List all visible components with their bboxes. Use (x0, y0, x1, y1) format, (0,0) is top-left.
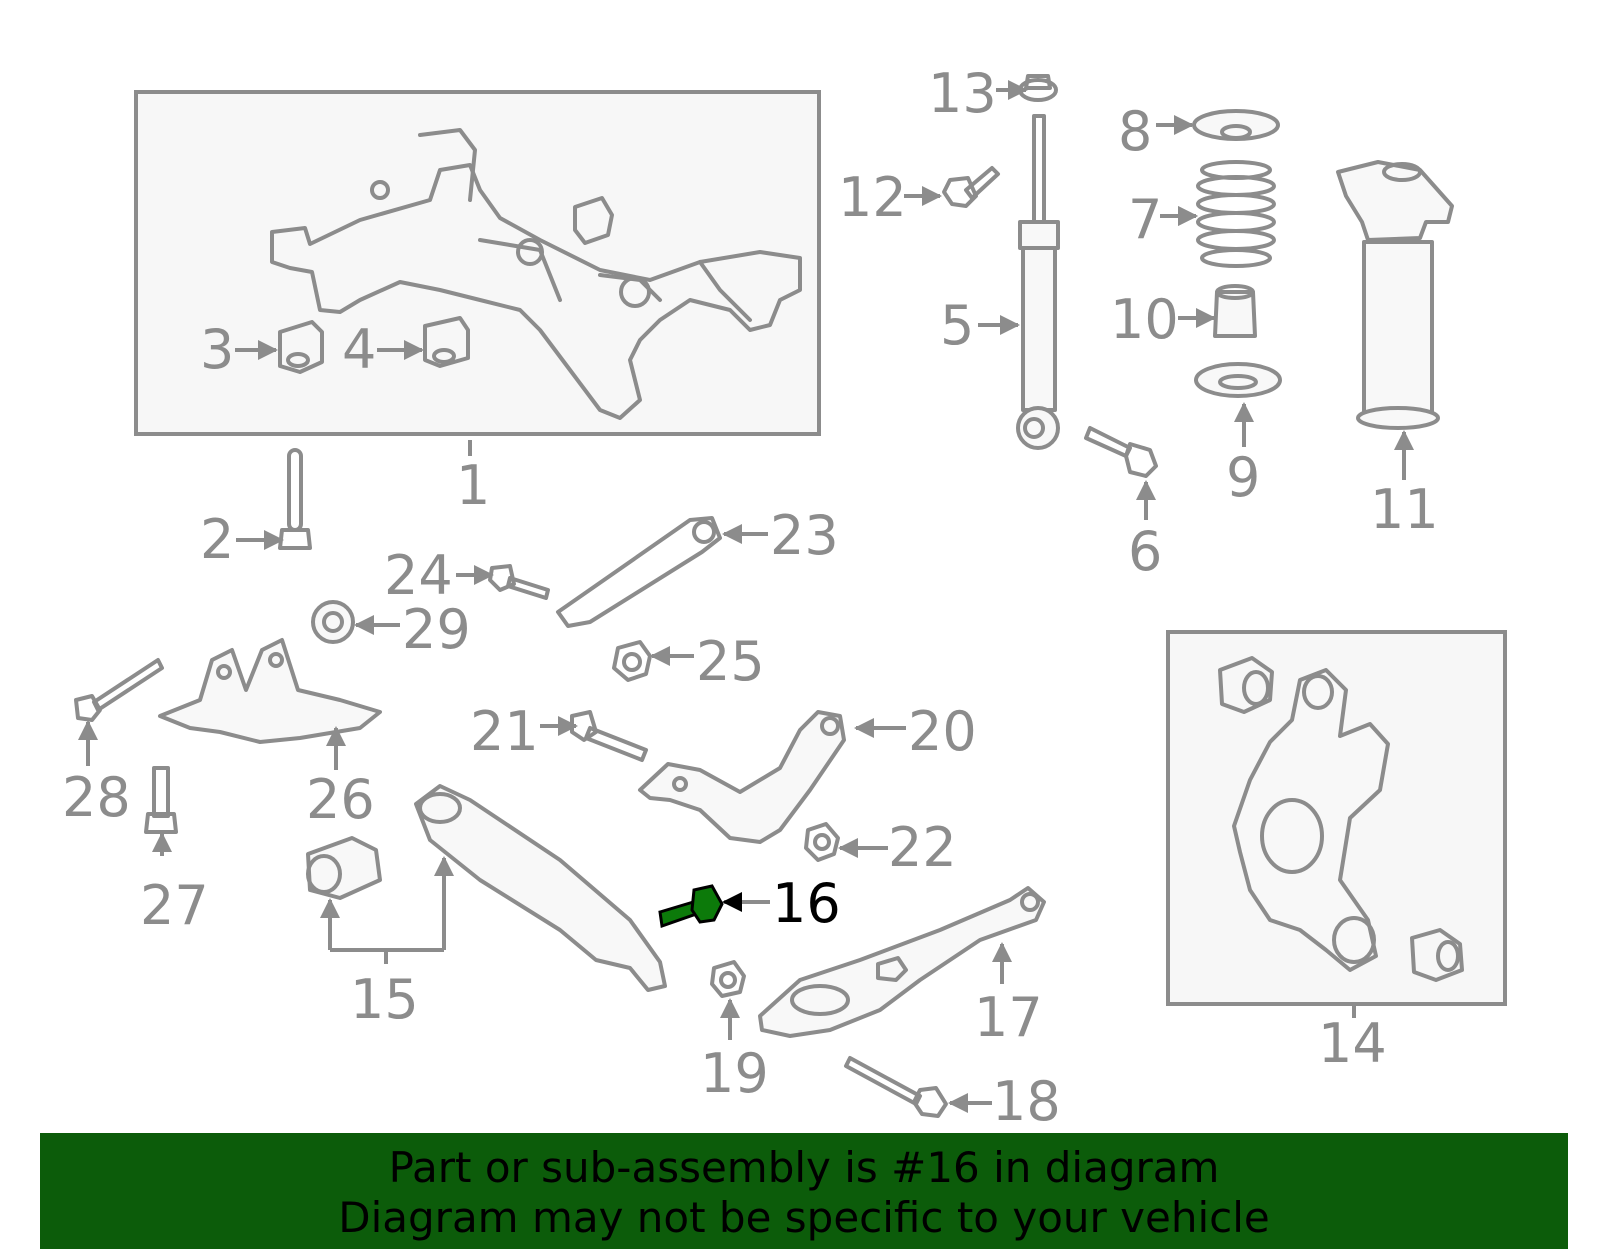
coil-spring-part-7 (1196, 160, 1276, 268)
callout-9: 9 (1226, 446, 1260, 509)
spring-seat-part-9 (1194, 362, 1282, 398)
callout-28: 28 (62, 766, 131, 829)
bump-stop-part-10 (1213, 284, 1257, 338)
control-link-part-23 (556, 516, 722, 628)
callout-6: 6 (1128, 520, 1162, 583)
callout-18: 18 (992, 1070, 1061, 1133)
callout-13: 13 (928, 62, 997, 125)
bushing-part-15 (306, 836, 382, 900)
nut-part-25 (612, 640, 652, 682)
bolt-part-24 (488, 564, 550, 600)
callout-11: 11 (1370, 478, 1439, 541)
banner-line-1: Part or sub-assembly is #16 in diagram (388, 1143, 1220, 1192)
bolt-part-27 (144, 766, 178, 834)
callout-10: 10 (1110, 288, 1179, 351)
control-arm-part-20 (638, 710, 846, 844)
callout-19: 19 (700, 1042, 769, 1105)
dust-boot-part-11 (1336, 160, 1454, 430)
bolt-part-18 (844, 1056, 948, 1118)
knuckle-assembly-box (1166, 630, 1507, 1006)
banner-line-2: Diagram may not be specific to your vehi… (338, 1193, 1270, 1242)
bolt-part-16-highlighted[interactable] (658, 884, 724, 929)
callout-4: 4 (342, 318, 376, 381)
bracket-part-26 (158, 638, 382, 744)
nut-part-22 (804, 822, 840, 862)
callout-21: 21 (470, 700, 539, 763)
leader-lines (78, 80, 1414, 1113)
callout-20: 20 (908, 700, 977, 763)
spring-seat-part-8 (1192, 109, 1280, 141)
callout-8: 8 (1118, 100, 1152, 163)
callout-24: 24 (384, 544, 453, 607)
bolt-part-6 (1084, 426, 1158, 478)
callout-17: 17 (974, 986, 1043, 1049)
callout-12: 12 (838, 166, 907, 229)
callout-26: 26 (306, 768, 375, 831)
callout-22: 22 (888, 816, 957, 879)
callout-16: 16 (772, 872, 841, 935)
callout-15: 15 (350, 968, 419, 1031)
subframe-assembly-box (134, 90, 821, 436)
callout-25: 25 (696, 630, 765, 693)
bushing-part-29 (311, 600, 355, 644)
callout-5: 5 (940, 294, 974, 357)
callout-29: 29 (402, 598, 471, 661)
info-banner: Part or sub-assembly is #16 in diagram D… (40, 1133, 1568, 1249)
callout-1: 1 (456, 454, 490, 517)
bolt-part-28 (74, 658, 164, 722)
shock-absorber-part-5 (1016, 114, 1060, 450)
callout-7: 7 (1128, 188, 1162, 251)
bolt-part-2 (278, 448, 312, 550)
callout-14: 14 (1318, 1012, 1387, 1075)
bolt-part-12 (942, 166, 1000, 208)
callout-2: 2 (200, 508, 234, 571)
callout-3: 3 (200, 318, 234, 381)
lower-control-arm-part-17 (758, 886, 1046, 1038)
bolt-part-21 (570, 710, 648, 762)
nut-part-19 (710, 960, 746, 998)
trailing-arm-part-15 (414, 784, 667, 992)
callout-23: 23 (770, 504, 839, 567)
callout-27: 27 (140, 874, 209, 937)
callout-numbers: 1 2 3 4 5 6 7 8 9 10 11 12 13 14 15 16 1… (62, 62, 1439, 1133)
